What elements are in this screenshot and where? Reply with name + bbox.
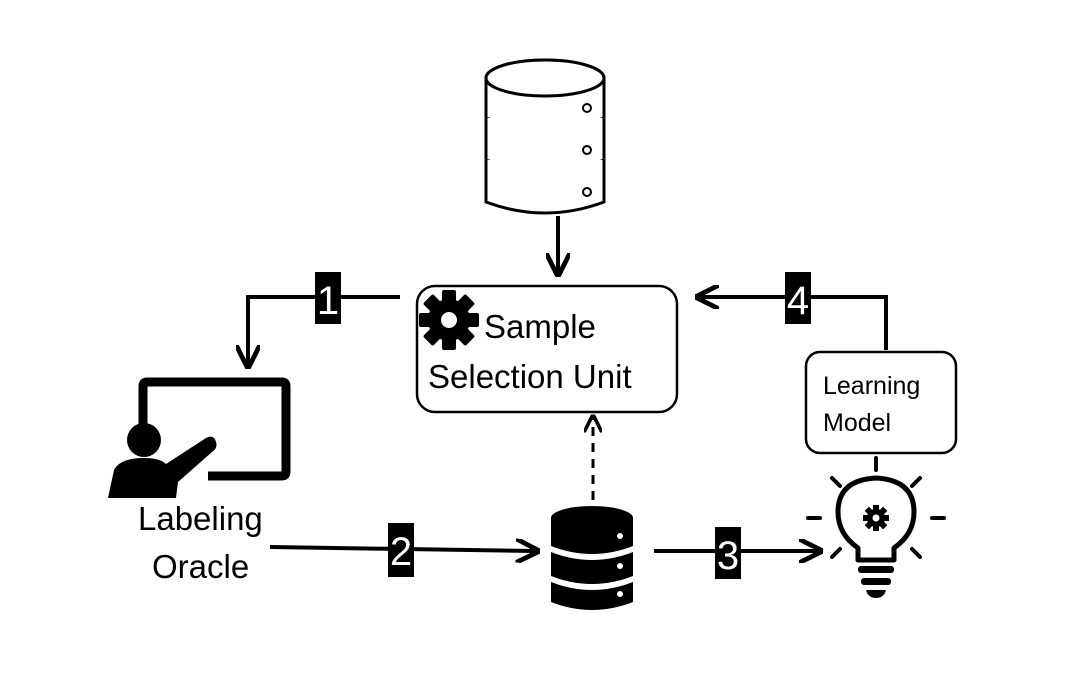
- step-3-label: 3: [717, 534, 739, 578]
- labeled-set-database-icon: [551, 506, 633, 610]
- step-3-badge: 3: [715, 527, 741, 579]
- lightbulb-gear-icon: [806, 456, 946, 598]
- selection-unit-title-line2: Selection Unit: [428, 358, 632, 395]
- teacher-at-board-icon: [108, 377, 291, 498]
- step-4-label: 4: [787, 279, 809, 323]
- arrow-step-4: [700, 297, 888, 350]
- learning-model-box: [804, 350, 958, 455]
- step-4-badge: 4: [785, 272, 811, 324]
- gear-icon: [419, 290, 479, 350]
- arrow-step-1: [248, 295, 400, 364]
- selection-unit-title-line1: Sample: [484, 308, 596, 345]
- oracle-label-line1: Labeling: [138, 500, 263, 537]
- selection-unit-box: [415, 284, 679, 414]
- oracle-label-line2: Oracle: [152, 548, 249, 585]
- step-2-badge: 2: [388, 523, 414, 577]
- step-2-label: 2: [390, 530, 412, 574]
- unlabeled-pool-database-icon: [484, 58, 606, 215]
- learning-model-title-line1: Learning: [823, 372, 920, 400]
- step-1-badge: 1: [315, 272, 341, 324]
- learning-model-title-line2: Model: [823, 409, 891, 437]
- step-1-label: 1: [317, 279, 339, 323]
